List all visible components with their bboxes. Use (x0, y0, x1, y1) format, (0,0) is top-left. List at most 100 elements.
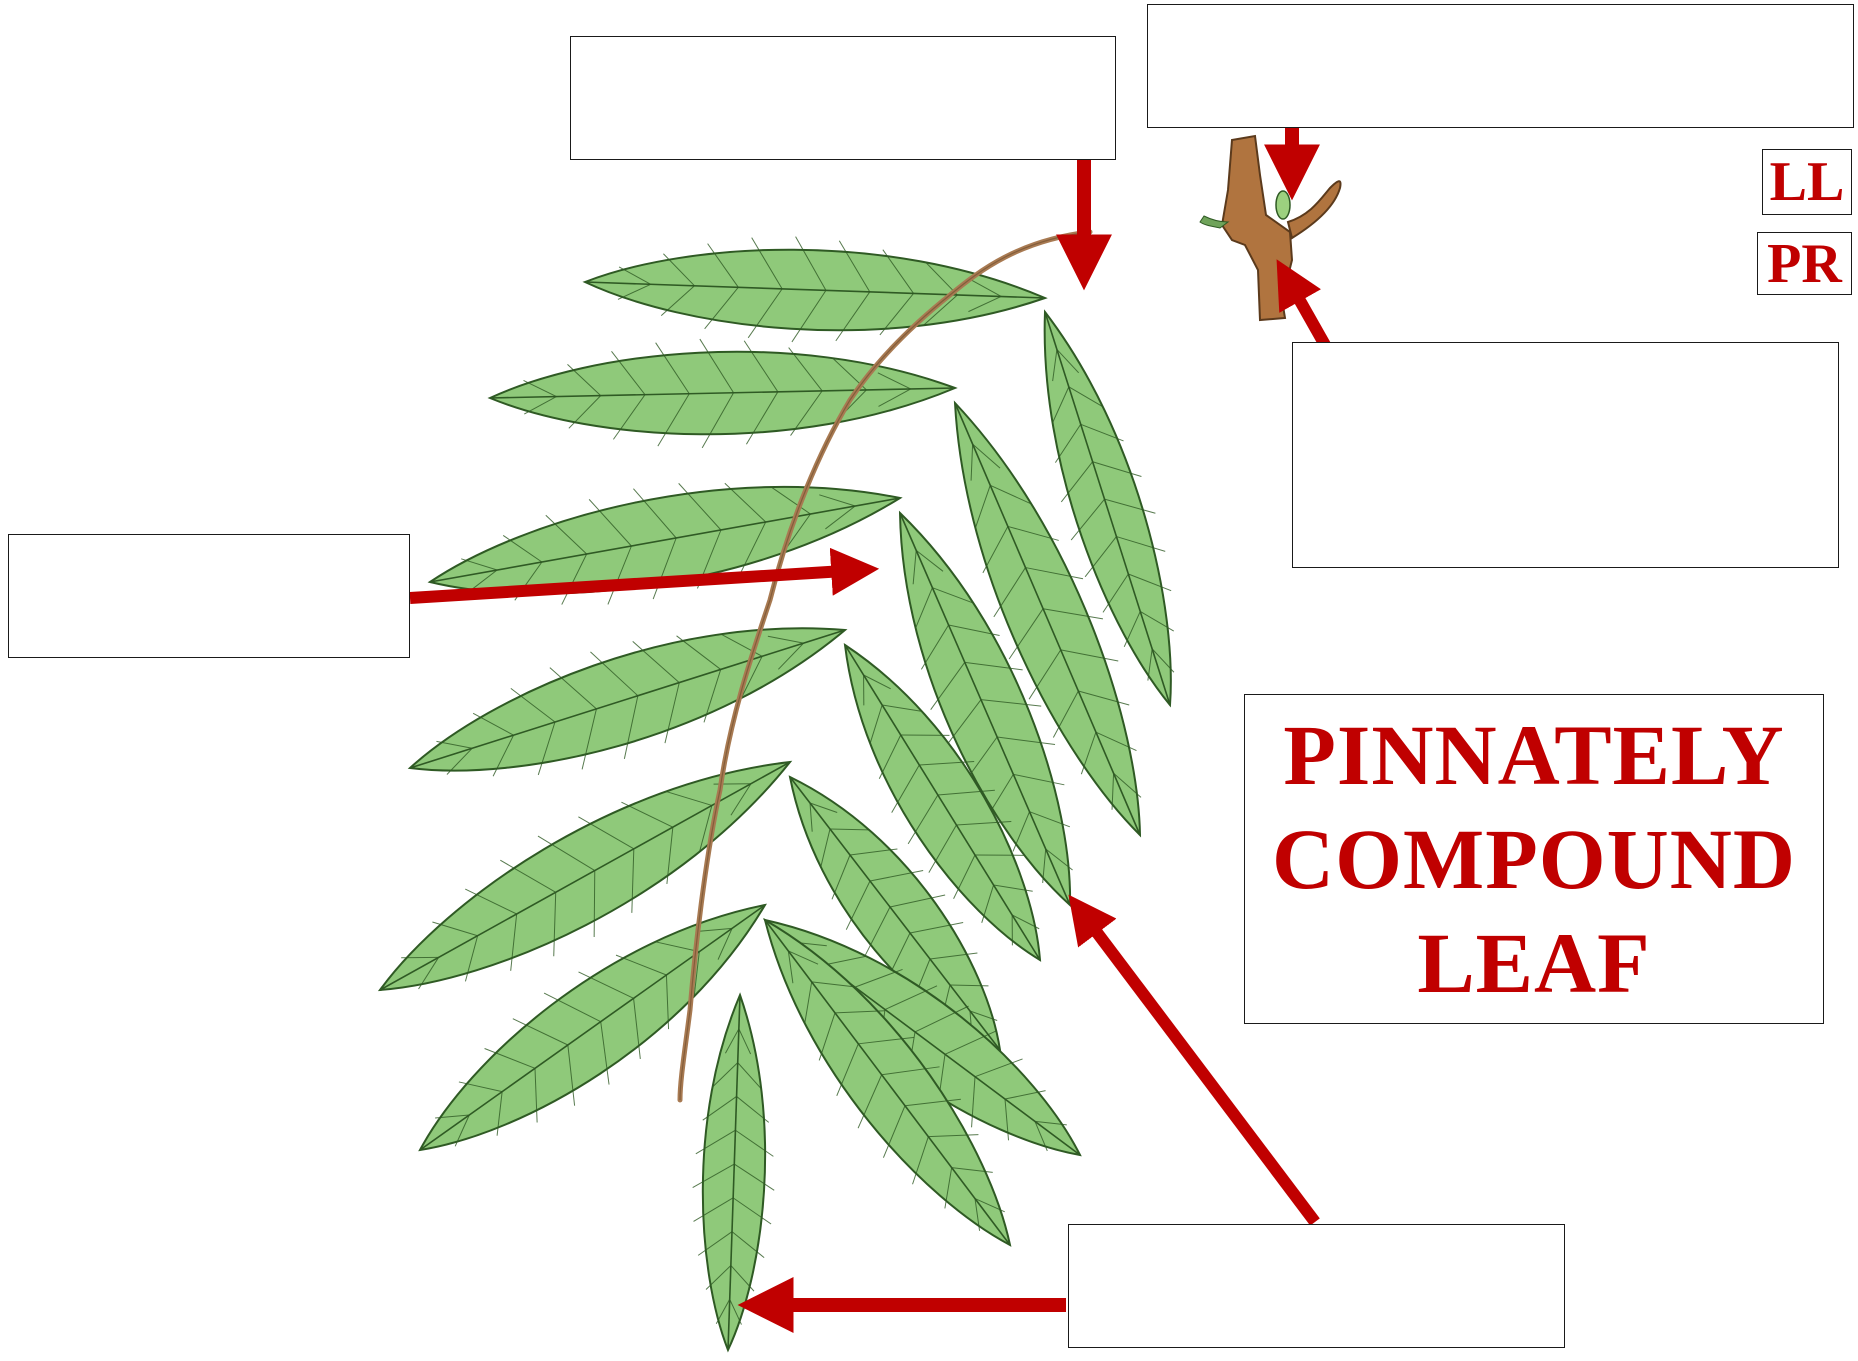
leaflet-vein (632, 641, 680, 683)
leaflet-vein (1104, 498, 1156, 514)
leaflet-vein (1060, 461, 1094, 503)
leaflet-vein (692, 1163, 735, 1188)
leaflet-vein (778, 642, 804, 670)
leaflet-vein (1034, 1120, 1067, 1126)
leaflet-vein (909, 922, 964, 934)
arrow-node (1276, 259, 1331, 348)
label-box-leaflets[interactable] (1068, 1224, 1565, 1348)
leaflet-vein (1028, 649, 1062, 700)
leaflet-midrib (379, 761, 791, 991)
leaflet-vein (615, 954, 667, 976)
leaflet-vein (915, 587, 933, 628)
leaflet-vein (838, 240, 871, 293)
leaflet-vein (818, 1012, 836, 1061)
leaflet-midrib (409, 629, 846, 769)
leaflet-vein (418, 957, 439, 990)
leaflet-vein (545, 514, 588, 555)
leaflet-vein (724, 482, 767, 523)
leaflet-vein (436, 740, 473, 749)
leaflet-vein (863, 674, 891, 690)
leaflet-vein (496, 1091, 503, 1136)
leaflet-vein (751, 237, 783, 290)
leaflet-vein (1013, 773, 1065, 786)
title-line-2: COMPOUND (1272, 811, 1796, 907)
leaflet-vein (1004, 1099, 1010, 1141)
leaflet-vein (730, 783, 752, 816)
leaflet-vein (1080, 731, 1097, 775)
leaflet-vein (655, 342, 690, 394)
leaflet-vein (819, 494, 856, 507)
leaflet-vein (920, 624, 949, 670)
leaflet-vein (787, 950, 794, 984)
leaflet-vein (919, 761, 975, 766)
leaflet-vein (741, 656, 763, 698)
leaflet-vein (543, 992, 601, 1023)
leaflet-vein (831, 854, 851, 900)
leaflet-vein (836, 1043, 859, 1096)
leaflet-vein (611, 351, 646, 395)
leaflet-vein (588, 499, 632, 547)
leaflet-vein (446, 747, 473, 775)
leaflet-vein (767, 635, 804, 644)
leaflet-vein (944, 699, 982, 749)
rachis-edge (679, 231, 1091, 1101)
leaflet-vein (791, 290, 827, 343)
leaflet-vein (712, 1062, 739, 1088)
leaflet-vein (734, 1163, 775, 1191)
leaflet-vein (743, 340, 779, 393)
leaflet-vein (1060, 649, 1119, 662)
leaflet-vein (657, 393, 690, 447)
leaflet-vein (523, 380, 557, 398)
leaflet-vein (980, 699, 1042, 707)
leaflet-vein (857, 1074, 883, 1129)
leaflet-vein (568, 395, 602, 429)
leaflet-vein (835, 291, 871, 342)
leaflet-vein (699, 338, 734, 394)
leaflet-vein (889, 894, 946, 908)
label-box-rachis[interactable] (8, 534, 410, 658)
leaflet-vein (964, 661, 1023, 671)
leaflet-vein (929, 952, 978, 960)
leaflet-vein (1012, 811, 1030, 852)
leaflet-vein (788, 950, 819, 965)
leaflet-vein (809, 802, 838, 813)
leaflet-vein (553, 892, 557, 957)
leaflet-vein (664, 682, 680, 744)
label-box-petiole[interactable] (570, 36, 1116, 160)
leaflet-vein (472, 712, 514, 736)
leaflet-vein (702, 1096, 737, 1121)
leaflet-vein (1084, 536, 1117, 578)
leaflet-vein (970, 444, 974, 481)
leaflet-vein (825, 505, 856, 530)
label-box-axillary-bud[interactable] (1147, 4, 1854, 128)
leaflet-midrib (584, 281, 1046, 299)
leaflet-vein (454, 1114, 470, 1147)
leaflet-vein (829, 828, 869, 831)
leaflet-midrib (489, 387, 956, 399)
leaflet-vein (534, 1068, 538, 1123)
leaflet-vein (1147, 648, 1153, 681)
leaflet-vein (771, 487, 811, 515)
leaflet-vein (1008, 608, 1044, 660)
leaflet-vein (1139, 610, 1174, 632)
leaflet-vein (623, 695, 639, 759)
leaflet-vein (740, 521, 767, 573)
leaflet-vein (693, 951, 700, 996)
leaflet-vein (633, 488, 677, 539)
label-box-node[interactable] (1292, 342, 1839, 568)
leaflet-midrib (429, 497, 901, 583)
leaflet-vein (972, 443, 1001, 469)
leaflet-vein (666, 791, 713, 806)
leaflet-vein (502, 535, 543, 563)
leaflet-vein (492, 734, 515, 777)
leaflet-vein (631, 848, 635, 913)
leaflet-vein (1054, 424, 1082, 463)
leaflet-vein (923, 294, 958, 326)
leaflet-vein (737, 1062, 762, 1089)
leaflet-vein (869, 870, 924, 882)
leaflet-vein (578, 816, 635, 850)
leaflet-vein (1052, 386, 1070, 423)
leaflet-vein (1123, 611, 1141, 648)
leaflet-midrib (899, 512, 1071, 906)
leaflet-vein (1068, 386, 1103, 407)
